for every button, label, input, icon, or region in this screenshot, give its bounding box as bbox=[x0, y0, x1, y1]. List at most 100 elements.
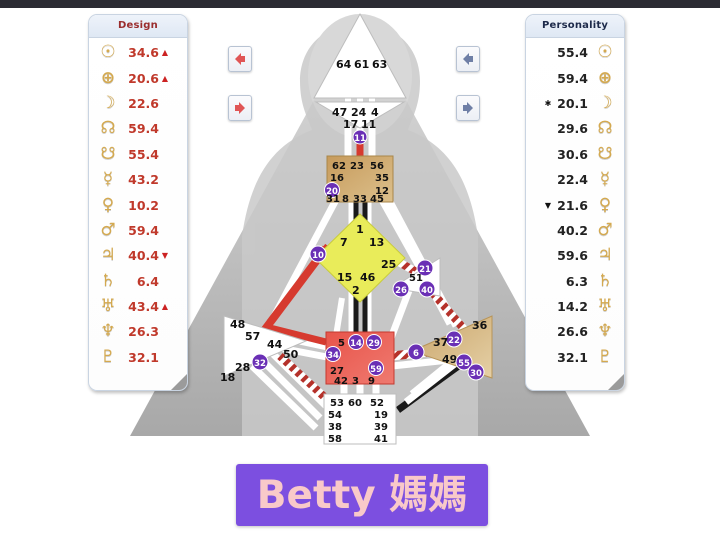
svg-text:26: 26 bbox=[395, 286, 407, 296]
svg-text:8: 8 bbox=[342, 194, 349, 205]
g-center: 1 7 13 25 15 46 2 10 bbox=[309, 213, 406, 303]
svg-text:55: 55 bbox=[458, 359, 470, 369]
gate-line-value: 55.4 bbox=[557, 45, 588, 61]
design-rows: ☉34.6▲⊕20.6▲☽22.6☊ 59.4 ☋ 55.4 ☿ 43.2 ♀10.2♂59… bbox=[89, 38, 187, 370]
south-node-icon: ☋ bbox=[597, 143, 613, 164]
svg-text:7: 7 bbox=[340, 236, 348, 249]
design-prev-button[interactable] bbox=[228, 46, 252, 72]
design-row-saturn[interactable]: ♄6.4 bbox=[89, 269, 187, 294]
svg-text:34: 34 bbox=[327, 351, 339, 361]
heart-center: 21 51 26 40 bbox=[390, 257, 441, 298]
solar-plexus-center: 36 22 37 6 49 55 30 bbox=[407, 315, 493, 381]
svg-text:24: 24 bbox=[351, 106, 367, 119]
personality-next-button[interactable] bbox=[456, 95, 480, 121]
gate-line-value: 32.1 bbox=[557, 349, 588, 365]
ajna-center: 47 24 4 bbox=[314, 101, 406, 129]
svg-text:29: 29 bbox=[368, 339, 380, 349]
personality-row-south-node[interactable]: 30.6☋ bbox=[526, 142, 624, 167]
gate-line-value: 6.4 bbox=[136, 273, 159, 289]
svg-text:9: 9 bbox=[368, 376, 375, 387]
arrow-up-icon: ▲ bbox=[161, 73, 169, 83]
personality-row-uranus[interactable]: 14.2♅ bbox=[526, 294, 624, 319]
gate-line-value: 43.4 bbox=[128, 299, 159, 315]
south-node-icon: ☋ bbox=[100, 143, 116, 164]
gate-line-value: 29.6 bbox=[557, 121, 588, 137]
top-bar bbox=[0, 0, 720, 8]
arrow-down-icon: ▼ bbox=[544, 200, 552, 210]
gate-line-value: 59.4 bbox=[128, 121, 159, 137]
pluto-icon: ♇ bbox=[100, 346, 116, 367]
svg-text:37: 37 bbox=[433, 336, 448, 349]
svg-text:62: 62 bbox=[332, 161, 346, 172]
svg-text:35: 35 bbox=[375, 173, 389, 184]
svg-text:31: 31 bbox=[326, 194, 340, 205]
personality-row-mars[interactable]: 40.2♂ bbox=[526, 218, 624, 243]
design-row-jupiter[interactable]: ♃40.4▼ bbox=[89, 243, 187, 268]
svg-text:10: 10 bbox=[312, 251, 324, 261]
svg-text:45: 45 bbox=[370, 194, 384, 205]
svg-text:15: 15 bbox=[337, 271, 352, 284]
personality-row-pluto[interactable]: 32.1♇ bbox=[526, 345, 624, 370]
design-next-button[interactable] bbox=[228, 95, 252, 121]
personality-row-saturn[interactable]: 6.3♄ bbox=[526, 269, 624, 294]
personality-row-sun[interactable]: 55.4 ☉ bbox=[526, 40, 624, 65]
gate-line-value: 22.4 bbox=[557, 172, 588, 188]
personality-prev-button[interactable] bbox=[456, 46, 480, 72]
design-panel-title: Design bbox=[89, 15, 187, 38]
svg-text:57: 57 bbox=[245, 330, 260, 343]
svg-text:39: 39 bbox=[374, 422, 388, 433]
personality-row-venus[interactable]: ▼21.6♀ bbox=[526, 192, 624, 217]
personality-row-moon[interactable]: ✱20.1☽ bbox=[526, 91, 624, 116]
design-row-sun[interactable]: ☉34.6▲ bbox=[89, 40, 187, 65]
venus-icon: ♀ bbox=[101, 194, 115, 215]
design-row-mercury[interactable]: ☿ 43.2 bbox=[89, 167, 187, 192]
svg-text:22: 22 bbox=[448, 336, 460, 346]
svg-text:49: 49 bbox=[442, 353, 457, 366]
svg-text:13: 13 bbox=[369, 236, 384, 249]
svg-text:27: 27 bbox=[330, 366, 344, 377]
svg-text:41: 41 bbox=[374, 434, 388, 445]
svg-text:60: 60 bbox=[348, 398, 362, 409]
design-row-earth[interactable]: ⊕20.6▲ bbox=[89, 65, 187, 90]
north-node-icon: ☊ bbox=[100, 118, 116, 139]
personality-row-jupiter[interactable]: 59.6♃ bbox=[526, 243, 624, 268]
jupiter-icon: ♃ bbox=[100, 245, 116, 266]
svg-text:12: 12 bbox=[375, 186, 389, 197]
personality-row-mercury[interactable]: 22.4☿ bbox=[526, 167, 624, 192]
root-center: 53 60 52 54 19 38 39 58 41 bbox=[323, 393, 397, 445]
design-row-north-node[interactable]: ☊ 59.4 bbox=[89, 116, 187, 141]
gate-line-value: 43.2 bbox=[128, 172, 159, 188]
mercury-icon: ☿ bbox=[102, 169, 114, 190]
design-row-south-node[interactable]: ☋ 55.4 bbox=[89, 142, 187, 167]
svg-text:38: 38 bbox=[328, 422, 342, 433]
sacral-center: 5 14 29 34 27 59 42 3 9 bbox=[325, 331, 395, 387]
north-node-icon: ☊ bbox=[597, 118, 613, 139]
svg-text:14: 14 bbox=[350, 339, 362, 349]
personality-panel-title: Personality bbox=[526, 15, 624, 38]
svg-text:53: 53 bbox=[330, 398, 344, 409]
design-row-moon[interactable]: ☽22.6 bbox=[89, 91, 187, 116]
design-row-pluto[interactable]: ♇32.1 bbox=[89, 345, 187, 370]
svg-text:28: 28 bbox=[235, 361, 250, 374]
gate-line-value: 6.3 bbox=[565, 273, 588, 289]
svg-text:5: 5 bbox=[338, 338, 345, 349]
design-row-mars[interactable]: ♂59.4 bbox=[89, 218, 187, 243]
sun-icon: ☉ bbox=[597, 42, 613, 63]
uranus-icon: ♅ bbox=[597, 296, 613, 317]
personality-row-neptune[interactable]: 26.6♆ bbox=[526, 319, 624, 344]
personality-row-north-node[interactable]: 29.6 ☊ bbox=[526, 116, 624, 141]
svg-text:51: 51 bbox=[409, 273, 423, 284]
design-row-uranus[interactable]: ♅43.4▲ bbox=[89, 294, 187, 319]
throat-center: 62 23 56 16 35 12 20 31 8 33 45 bbox=[324, 155, 394, 205]
panel-dogear bbox=[171, 374, 187, 390]
personality-row-earth[interactable]: 59.4⊕ bbox=[526, 65, 624, 90]
svg-text:58: 58 bbox=[328, 434, 342, 445]
design-row-venus[interactable]: ♀10.2 bbox=[89, 192, 187, 217]
svg-text:59: 59 bbox=[370, 365, 382, 375]
gate-line-value: 55.4 bbox=[128, 146, 159, 162]
svg-text:40: 40 bbox=[421, 286, 433, 296]
personality-panel: Personality 55.4☉59.4⊕✱20.1☽29.6☊30.6☋22… bbox=[525, 14, 625, 391]
design-row-neptune[interactable]: ♆26.3 bbox=[89, 319, 187, 344]
arrow-up-icon: ▲ bbox=[161, 48, 169, 58]
earth-icon: ⊕ bbox=[100, 67, 116, 88]
